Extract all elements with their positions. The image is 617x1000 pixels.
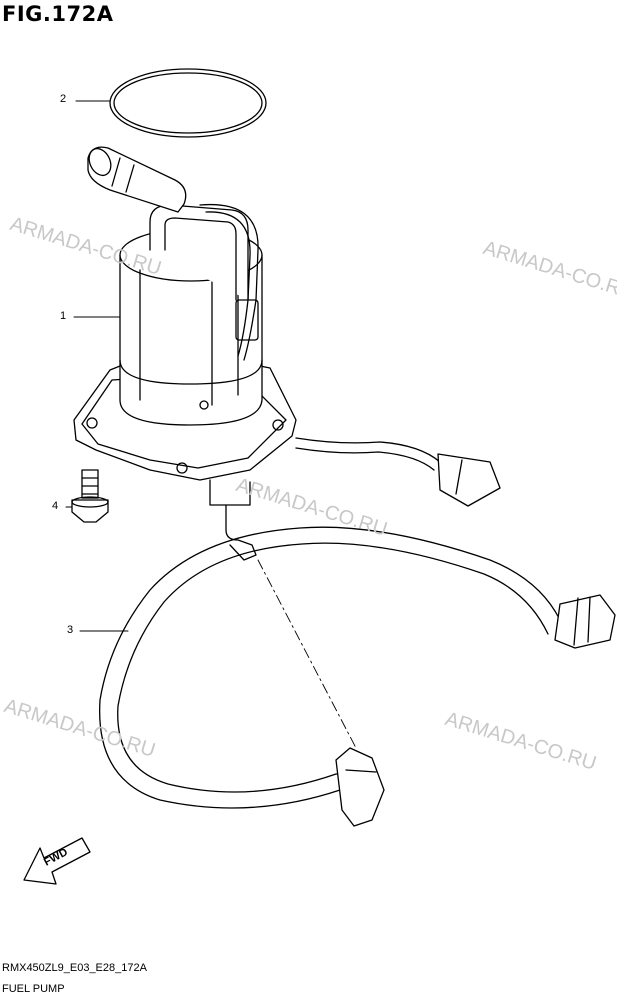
- o-ring-part-2: [109, 68, 267, 138]
- callout-part-3: 3: [67, 624, 74, 636]
- diagram-code: RMX450ZL9_E03_E28_172A: [2, 962, 147, 974]
- figure-title: FIG.172A: [2, 2, 114, 26]
- bolt-part-4: [71, 469, 109, 523]
- callout-part-1: 1: [60, 310, 67, 322]
- fuel-pump-part-1: [73, 146, 501, 561]
- diagram-name: FUEL PUMP: [2, 983, 65, 995]
- assembly-center-line: [257, 559, 357, 749]
- fwd-arrow-icon: [23, 837, 91, 885]
- fuel-hose-part-3: [99, 526, 616, 827]
- callout-part-4: 4: [52, 500, 59, 512]
- callout-part-2: 2: [60, 93, 67, 105]
